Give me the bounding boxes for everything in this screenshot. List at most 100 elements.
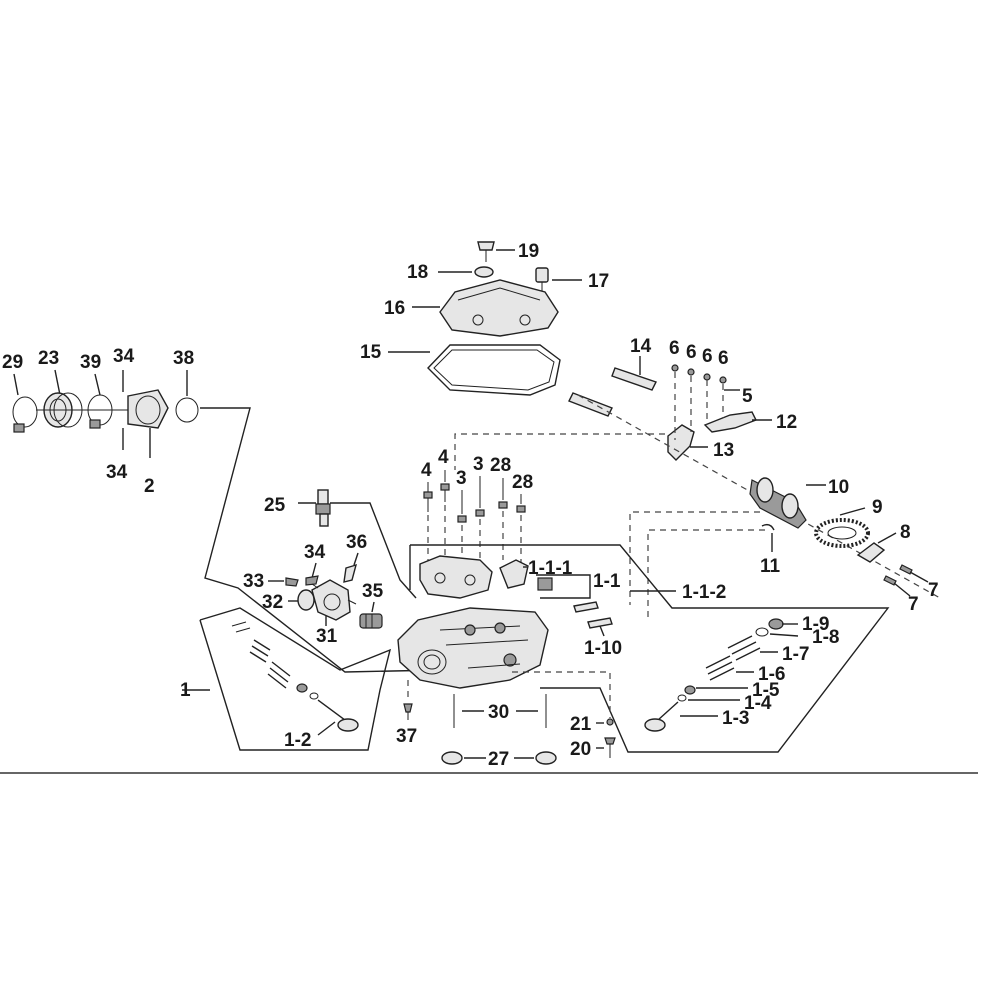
- callout-1-9: 1-9: [802, 614, 829, 635]
- part-head-bolts: [423, 470, 526, 523]
- callout-1-3: 1-3: [722, 708, 749, 729]
- callout-34a: 34: [113, 346, 135, 367]
- connection-line-spark: [330, 502, 417, 599]
- part-16-valve-cover: [439, 279, 559, 337]
- callout-9: 9: [872, 497, 883, 518]
- callout-1-7: 1-7: [782, 644, 809, 665]
- leader-23: [54, 369, 61, 396]
- callout-25: 25: [264, 495, 286, 516]
- callout-19: 19: [518, 241, 539, 262]
- callout-8: 8: [900, 522, 911, 543]
- callout-1-1: 1-1: [593, 571, 621, 592]
- part-7-bolts: [883, 564, 913, 586]
- axis-line-rocker: [577, 394, 941, 599]
- part-12-rocker-arm: [703, 411, 757, 433]
- callout-1-1-2: 1-1-2: [682, 582, 726, 603]
- callout-23: 23: [38, 348, 59, 369]
- leader-1-10: [599, 625, 605, 637]
- callout-33: 33: [243, 571, 264, 592]
- callout-1-2: 1-2: [284, 730, 311, 751]
- callout-34c: 34: [304, 542, 326, 563]
- outline-1-1-box: [410, 544, 890, 753]
- axis-line-cam-a: [629, 511, 760, 605]
- callout-3a: 3: [456, 468, 467, 489]
- callout-21: 21: [570, 714, 592, 735]
- callout-7a: 7: [928, 580, 939, 601]
- callout-29: 29: [2, 352, 23, 373]
- part-1-cylinder-head: [397, 607, 549, 689]
- callout-32: 32: [262, 592, 283, 613]
- axis-line-cam-b: [647, 529, 765, 620]
- part-1-1-1-cam-holder: [419, 555, 553, 599]
- callout-13: 13: [713, 440, 734, 461]
- leader-34c: [311, 562, 317, 579]
- part-17-breather: [535, 267, 549, 300]
- part-30-studs: [453, 694, 547, 728]
- callout-28b: 28: [512, 472, 533, 493]
- leader-36: [353, 552, 359, 566]
- callout-7b: 7: [908, 594, 919, 615]
- callout-35: 35: [362, 581, 384, 602]
- callout-11: 11: [760, 556, 781, 577]
- part-36-sensor: [343, 563, 357, 583]
- callout-39: 39: [80, 352, 101, 373]
- callout-12: 12: [776, 412, 797, 433]
- connection-line-intake: [200, 407, 441, 673]
- callout-28a: 28: [490, 455, 511, 476]
- callout-1-6: 1-6: [758, 664, 785, 685]
- part-15-gasket: [427, 344, 561, 396]
- leader-35: [371, 601, 375, 613]
- part-19-bolt: [477, 241, 495, 262]
- part-20-bolt: [604, 737, 616, 758]
- part-right-valve-assembly: [644, 618, 784, 732]
- callout-36: 36: [346, 532, 367, 553]
- leader-8: [877, 532, 897, 544]
- callout-38: 38: [173, 348, 194, 369]
- callout-31: 31: [316, 626, 338, 647]
- leader-7a: [909, 571, 929, 583]
- leader-29: [13, 373, 19, 396]
- callout-1-8: 1-8: [812, 627, 839, 648]
- callout-6a: 6: [669, 338, 680, 359]
- part-21-washer: [606, 718, 614, 726]
- part-39-clamp: [87, 394, 113, 429]
- part-8-retainer: [856, 542, 886, 563]
- leader-7b: [893, 582, 911, 597]
- part-27-caps: [441, 751, 557, 765]
- callout-14: 14: [630, 336, 652, 357]
- callout-17: 17: [588, 271, 609, 292]
- callout-6d: 6: [718, 348, 729, 369]
- callout-15: 15: [360, 342, 382, 363]
- callout-5: 5: [742, 386, 753, 407]
- callout-1-10: 1-10: [584, 638, 622, 659]
- callout-30: 30: [488, 702, 509, 723]
- part-11-pin: [761, 523, 775, 531]
- part-14-rocker-shafts: [568, 367, 657, 417]
- callout-20: 20: [570, 739, 591, 760]
- callout-37: 37: [396, 726, 417, 747]
- leader-1-8: [769, 633, 799, 637]
- part-13-rocker-arm: [667, 424, 695, 461]
- callout-16: 16: [384, 298, 405, 319]
- callout-1-1-1: 1-1-1: [528, 558, 573, 579]
- part-9-cam-sprocket: [814, 518, 870, 548]
- outline-1-box: [199, 607, 392, 751]
- callout-10: 10: [828, 477, 849, 498]
- axis-line-head: [454, 433, 665, 470]
- part-32-gasket: [297, 589, 315, 611]
- part-37-bolt: [403, 680, 413, 720]
- leader-1-1-bracket: [536, 574, 591, 599]
- leader-39: [94, 373, 101, 396]
- callout-3b: 3: [473, 454, 484, 475]
- part-31-thermostat-housing: [311, 579, 357, 621]
- part-33-bolt: [285, 577, 299, 587]
- callout-6b: 6: [686, 342, 697, 363]
- callout-34b: 34: [106, 462, 128, 483]
- part-29-clamp: [12, 396, 38, 433]
- callout-4b: 4: [438, 447, 449, 468]
- callout-27: 27: [488, 749, 509, 770]
- part-18-washer: [474, 266, 494, 278]
- callout-6c: 6: [702, 346, 713, 367]
